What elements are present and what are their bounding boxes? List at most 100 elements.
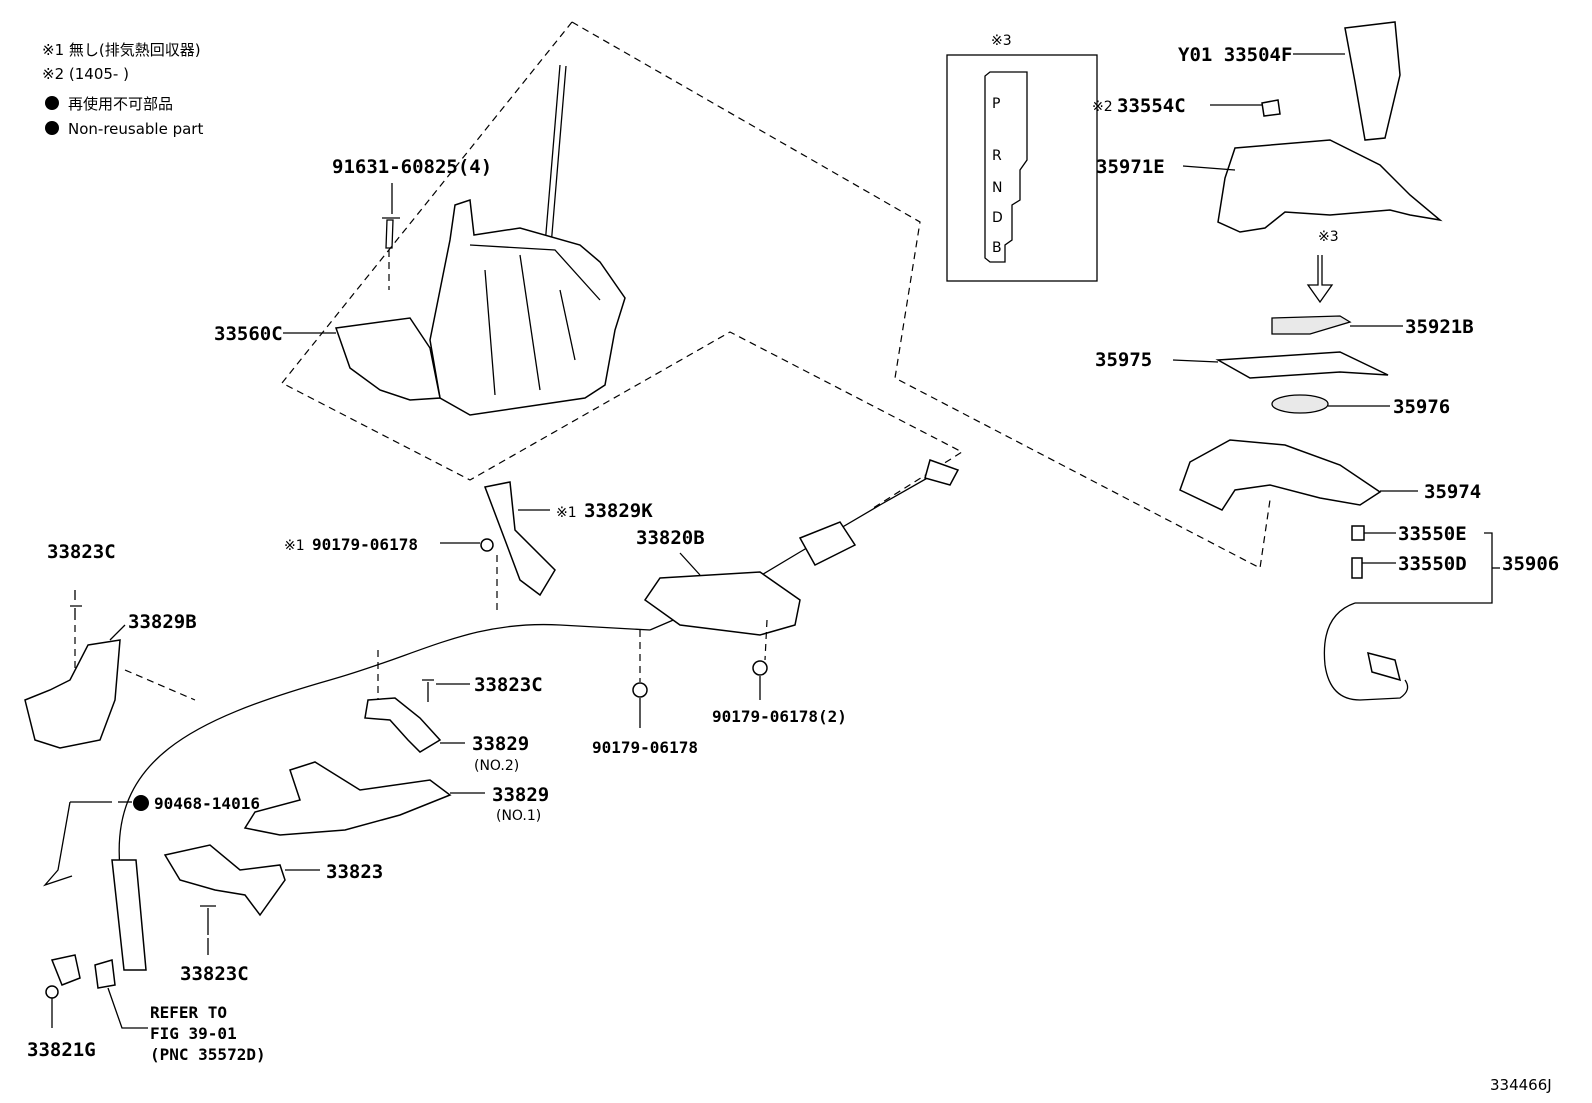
callout-33554c: 33554C	[1117, 95, 1186, 117]
leader-dashed	[124, 669, 196, 701]
callout-marker: ※1	[284, 538, 305, 554]
callout-33823c: 33823C	[47, 541, 116, 563]
legend: ※1 無し(排気熱回収器) ※2 (1405- ) 再使用不可部品 Non-re…	[42, 41, 203, 138]
indicator-panel	[1215, 351, 1389, 379]
clip-part	[1261, 99, 1281, 117]
callout-33829k: 33829K	[584, 500, 653, 522]
leader-line	[1172, 359, 1219, 363]
callout-33821g: 33821G	[27, 1039, 96, 1061]
boundary-dashed	[281, 21, 964, 511]
leader-line	[679, 552, 701, 576]
shift-rod	[544, 64, 561, 246]
callout-marker: ※2	[1092, 99, 1113, 115]
gate-outline	[984, 71, 1028, 263]
nonreusable-dot-icon	[133, 795, 149, 811]
bolt-icon	[382, 217, 400, 249]
refer-line-2: FIG 39-01	[150, 1024, 237, 1043]
housing-detail	[469, 244, 601, 396]
callout-33823: 33823	[326, 861, 383, 883]
bracket-33829K	[483, 481, 556, 597]
callout-35921b: 35921B	[1405, 316, 1474, 338]
shift-position-housing	[1179, 439, 1382, 511]
nut-icon	[632, 682, 648, 698]
leader-line	[109, 624, 126, 641]
legend-nonreusable-jp: 再使用不可部品	[68, 95, 173, 113]
gate-label: R	[992, 148, 1002, 164]
leader-line	[107, 987, 148, 1029]
bracket-33823	[163, 844, 286, 917]
console-upper-panel	[1217, 139, 1443, 233]
indicator-plate	[1271, 315, 1352, 335]
harness-wire	[1323, 602, 1409, 701]
nut-icon	[752, 660, 768, 676]
callout-33550e: 33550E	[1398, 523, 1467, 545]
control-cable	[42, 459, 960, 971]
boundary-dashed	[571, 21, 1271, 569]
bulb-part	[1351, 525, 1365, 541]
callouts: 91631-60825(4) 33560C Y01 33504F ※2 3355…	[27, 44, 1559, 1064]
inset-frame	[946, 54, 1098, 282]
cable-grommet	[798, 521, 857, 566]
callout-33829b: 33829B	[128, 611, 197, 633]
cable-bracket	[643, 571, 801, 636]
callout-33823c: 33823C	[474, 674, 543, 696]
brackets	[24, 481, 768, 1029]
legend-note-2: ※2 (1405- )	[42, 65, 129, 83]
leader-dashed	[764, 619, 768, 661]
console-parts: ※3	[1172, 21, 1500, 701]
bracket-33829B	[24, 639, 121, 749]
shift-knob	[1344, 21, 1401, 141]
callout-35974: 35974	[1424, 481, 1481, 503]
clip-part	[50, 954, 81, 986]
refer-line-3: (PNC 35572D)	[150, 1045, 266, 1064]
figure-id: 334466J	[1490, 1076, 1552, 1094]
nonreusable-dot-icon	[45, 96, 59, 110]
callout-90179-06178: 90179-06178	[592, 738, 698, 757]
callout-33829-no2: 33829	[472, 733, 529, 755]
callout-marker: ※1	[556, 505, 577, 521]
clip-part	[94, 959, 116, 989]
nut-icon	[45, 985, 59, 999]
lever-base-plate	[334, 317, 441, 401]
gate-label: P	[992, 96, 1000, 112]
bolt-icon	[70, 605, 82, 620]
callout-91631-60825: 91631-60825(4)	[332, 156, 492, 178]
callout-33820b: 33820B	[636, 527, 705, 549]
bracket-33829-no2	[364, 697, 442, 753]
gate-label: N	[992, 180, 1002, 196]
callout-35976: 35976	[1393, 396, 1450, 418]
nonreusable-dot-icon	[45, 121, 59, 135]
down-arrow-icon	[1306, 255, 1334, 304]
callout-sub-no2: (NO.2)	[474, 758, 519, 774]
callout-35971e: 35971E	[1096, 156, 1165, 178]
cable	[118, 623, 651, 869]
bracket-33829-no1	[243, 761, 452, 836]
nut-icon	[480, 538, 494, 552]
cable-eye	[924, 459, 960, 486]
gate-inset: ※3 P R N D B	[946, 33, 1098, 282]
callout-35975: 35975	[1095, 349, 1152, 371]
callout-33829-no1: 33829	[492, 784, 549, 806]
callout-35906: 35906	[1502, 553, 1559, 575]
bolt-icon	[200, 905, 216, 935]
callout-y01-33504f: Y01 33504F	[1178, 44, 1292, 66]
legend-nonreusable-en: Non-reusable part	[68, 120, 203, 138]
indicator-lens	[1271, 394, 1329, 414]
gate-label: D	[992, 210, 1003, 226]
legend-note-1: ※1 無し(排気熱回収器)	[42, 41, 201, 59]
refer-line-1: REFER TO	[150, 1003, 227, 1022]
inset-marker: ※3	[991, 33, 1012, 49]
shift-lever-assembly	[283, 64, 626, 416]
callout-33550d: 33550D	[1398, 553, 1467, 575]
callout-sub-no1: (NO.1)	[496, 808, 541, 824]
leader-line	[1182, 165, 1236, 171]
shift-rod-edge	[550, 65, 567, 247]
cable-tip	[42, 801, 73, 887]
harness-connector	[1367, 651, 1402, 682]
callout-90179-06178: 90179-06178	[312, 535, 418, 554]
arrow-marker: ※3	[1318, 229, 1339, 245]
callout-33823c: 33823C	[180, 963, 249, 985]
callout-90468-14016: 90468-14016	[154, 794, 260, 813]
